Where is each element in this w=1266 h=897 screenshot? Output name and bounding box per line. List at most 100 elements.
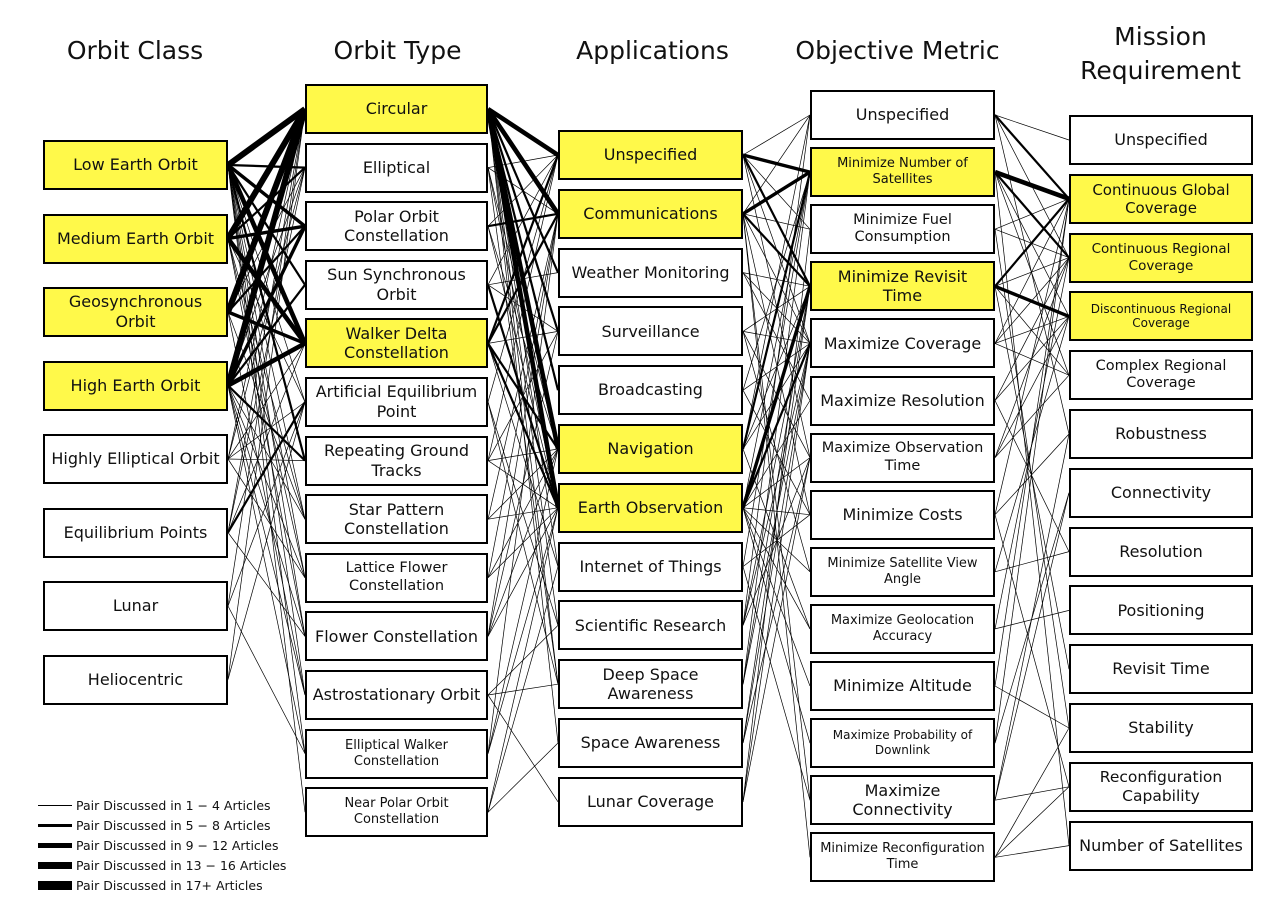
- legend-swatch: [38, 823, 72, 827]
- objective-metric-label: Maximize Resolution: [820, 390, 985, 410]
- orbit-class-label: Equilibrium Points: [63, 522, 208, 542]
- objective-metric-label: Minimize Altitude: [833, 676, 972, 696]
- connection-line: [487, 213, 559, 520]
- objective-metric-box: Unspecified: [810, 90, 995, 140]
- mission-requirement-label: Unspecified: [1114, 130, 1208, 150]
- orbit-type-label: Artificial Equilibrium Point: [315, 382, 478, 421]
- mission-requirement-box: Continuous Regional Coverage: [1069, 232, 1253, 283]
- connection-line: [487, 448, 559, 578]
- orbit-class-label: Lunar: [112, 596, 159, 616]
- connection-line: [742, 507, 811, 573]
- legend-swatch: [38, 861, 72, 869]
- mission-requirement-label: Revisit Time: [1112, 659, 1210, 679]
- connection-line: [226, 237, 307, 345]
- legend-item: Pair Discussed in 1 − 4 Articles: [38, 795, 286, 815]
- connection-line: [487, 507, 559, 637]
- connection-line: [994, 172, 1070, 846]
- legend-swatch: [38, 880, 72, 890]
- orbit-class-label: Medium Earth Orbit: [56, 228, 215, 248]
- orbit-type-label: Polar Orbit Constellation: [344, 206, 449, 246]
- legend-item: Pair Discussed in 13 − 16 Articles: [38, 855, 286, 875]
- connection-line: [487, 742, 559, 813]
- header-orbit-type: Orbit Type: [333, 36, 462, 65]
- mission-requirement-label: Reconfiguration Capability: [1099, 767, 1223, 805]
- orbit-type-label: Sun Synchronous Orbit: [327, 265, 466, 304]
- mission-requirement-box: Complex Regional Coverage: [1069, 350, 1253, 401]
- connection-line: [742, 172, 811, 508]
- legend-item: Pair Discussed in 5 − 8 Articles: [38, 815, 286, 835]
- applications-box: Broadcasting: [558, 365, 743, 416]
- orbit-class-box: Medium Earth Orbit: [43, 213, 228, 264]
- applications-box: Communications: [558, 188, 743, 239]
- connection-line: [227, 385, 306, 754]
- objective-metric-box: Minimize Satellite View Angle: [810, 546, 995, 597]
- objective-metric-box: Minimize Altitude: [810, 661, 995, 711]
- applications-box: Earth Observation: [558, 482, 743, 533]
- connection-line: [994, 727, 1070, 858]
- connection-line: [486, 284, 560, 509]
- orbit-type-label: Elliptical Walker Constellation: [345, 737, 448, 769]
- applications-label: Communications: [583, 204, 718, 224]
- mission-requirement-box: Resolution: [1069, 526, 1253, 577]
- legend-swatch: [38, 804, 72, 806]
- objective-metric-box: Maximize Geolocation Accuracy: [810, 603, 995, 654]
- mission-requirement-label: Stability: [1128, 718, 1194, 738]
- connection-line: [227, 385, 306, 637]
- connection-line: [226, 341, 307, 388]
- legend-label: Pair Discussed in 13 − 16 Articles: [76, 857, 287, 873]
- mission-requirement-box: Positioning: [1069, 585, 1253, 636]
- orbit-type-box: Polar Orbit Constellation: [305, 201, 488, 252]
- objective-metric-box: Minimize Fuel Consumption: [810, 204, 995, 255]
- orbit-type-box: Sun Synchronous Orbit: [305, 259, 488, 310]
- orbit-class-box: Highly Elliptical Orbit: [43, 434, 228, 484]
- objective-metric-box: Minimize Costs: [810, 489, 995, 540]
- applications-label: Broadcasting: [598, 380, 703, 400]
- connection-line: [994, 198, 1070, 515]
- connection-line: [994, 492, 1070, 801]
- applications-label: Deep Space Awareness: [602, 664, 699, 704]
- connection-line: [994, 257, 1070, 287]
- connection-line: [227, 164, 306, 520]
- connection-line: [227, 385, 306, 578]
- objective-metric-box: Maximize Connectivity: [810, 775, 995, 826]
- connection-line: [227, 164, 306, 403]
- connection-line: [994, 284, 1070, 318]
- connection-line: [994, 171, 1070, 259]
- header-objective-metric: Objective Metric: [795, 36, 1000, 65]
- objective-metric-label: Minimize Number of Satellites: [837, 156, 968, 188]
- connection-line: [994, 169, 1070, 201]
- applications-box: Weather Monitoring: [558, 247, 743, 298]
- connection-line: [227, 108, 306, 607]
- connection-line: [742, 213, 811, 288]
- connection-line: [742, 153, 811, 174]
- connection-line: [227, 163, 306, 169]
- connection-line: [994, 198, 1070, 344]
- orbit-type-label: Lattice Flower Constellation: [345, 560, 448, 594]
- legend-label: Pair Discussed in 1 − 4 Articles: [76, 797, 271, 813]
- objective-metric-label: Minimize Satellite View Angle: [827, 555, 978, 587]
- connection-line: [487, 507, 559, 813]
- orbit-type-box: Elliptical: [305, 142, 488, 193]
- legend-label: Pair Discussed in 5 − 8 Articles: [76, 817, 271, 833]
- connection-line: [994, 343, 1070, 376]
- mission-requirement-label: Connectivity: [1110, 483, 1212, 503]
- orbit-class-box: High Earth Orbit: [43, 360, 228, 411]
- mission-requirement-box: Continuous Global Coverage: [1069, 173, 1253, 224]
- connection-line: [994, 433, 1070, 801]
- connection-line: [227, 164, 306, 578]
- legend-label: Pair Discussed in 17+ Articles: [76, 877, 263, 893]
- connection-line: [994, 514, 1070, 787]
- orbit-type-box: Lattice Flower Constellation: [305, 552, 488, 603]
- orbit-type-box: Walker Delta Constellation: [305, 318, 488, 369]
- mission-requirement-box: Reconfiguration Capability: [1069, 761, 1253, 812]
- objective-metric-label: Minimize Costs: [842, 504, 963, 524]
- applications-label: Earth Observation: [577, 498, 724, 518]
- connection-line: [741, 171, 812, 450]
- orbit-class-box: Lunar: [43, 581, 228, 631]
- orbit-type-box: Repeating Ground Tracks: [305, 435, 488, 486]
- connection-line: [994, 114, 1070, 141]
- objective-metric-label: Minimize Fuel Consumption: [853, 211, 952, 246]
- orbit-class-box: Geosynchronous Orbit: [43, 287, 228, 337]
- connection-line: [742, 566, 811, 801]
- applications-box: Scientific Research: [558, 600, 743, 651]
